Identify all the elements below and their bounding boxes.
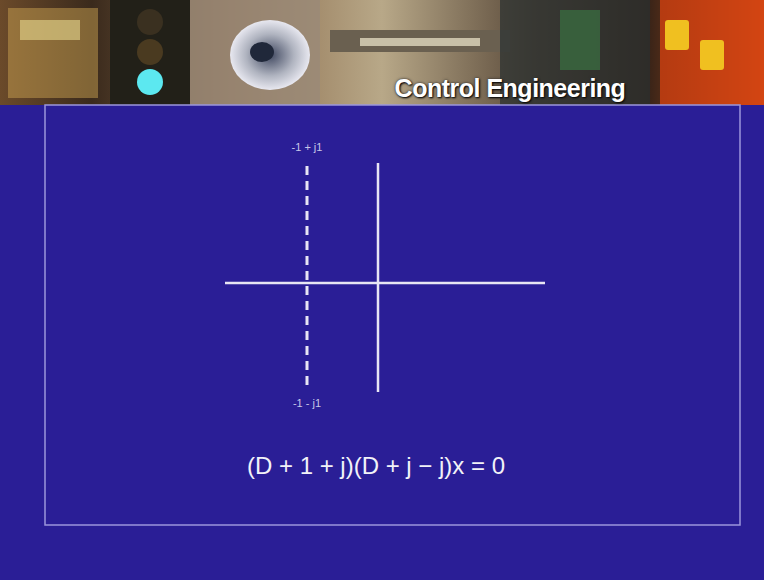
slide-title: Control Engineering [395, 74, 626, 103]
slide-frame [45, 105, 740, 525]
dashed-root-line [306, 166, 309, 390]
equation: (D + 1 + j)(D + j − j)x = 0 [247, 452, 505, 480]
real-axis [225, 282, 545, 285]
imaginary-axis [377, 163, 380, 392]
root-label: -1 + j1 [292, 141, 323, 153]
header-banner [0, 0, 764, 105]
root-label: -1 - j1 [293, 397, 321, 409]
